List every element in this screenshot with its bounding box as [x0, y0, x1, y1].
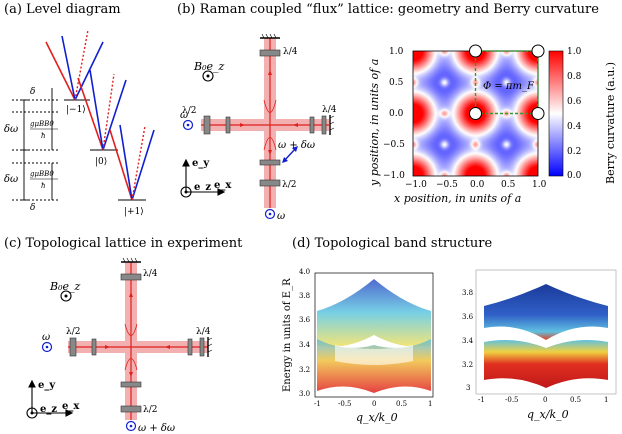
- zeeman-den-2: ħ: [41, 182, 46, 190]
- band-left-xtick-m1: -1: [314, 400, 321, 408]
- band-right: [475, 269, 617, 395]
- band-left-xtick-0: 0: [372, 400, 377, 408]
- lambda2-left-c: λ/2: [66, 327, 80, 337]
- band-left-ytick-40: 4.0: [299, 268, 311, 276]
- ytick-m10: −1.0: [383, 171, 405, 181]
- level-plus1: |+1⟩: [124, 207, 144, 217]
- lambda4-top-b: λ/4: [283, 47, 298, 57]
- berry-overlay: Φ = πm_F: [412, 44, 545, 177]
- band-right-ytick-32: 3.2: [462, 361, 474, 369]
- cbar-label: Berry curvature (a.u.): [604, 61, 617, 184]
- delta-omega-label-2: δω: [4, 174, 18, 185]
- band-left-xtick-1: 1: [428, 400, 433, 408]
- band-right-xtick-1: 1: [604, 396, 609, 404]
- band-right-xtick-05: 0.5: [570, 396, 582, 404]
- band-right-xlabel: q_x/k_0: [527, 408, 569, 421]
- delta-label-2: δ: [30, 203, 35, 213]
- omega-left-b: ω: [180, 110, 188, 121]
- field-label-b: B₀e_z: [193, 60, 225, 73]
- lattice-c: B₀e_z λ/4 λ/2 λ/4 λ/2 ω ω + δω e_y e_z e…: [26, 257, 213, 434]
- ytick-05: 0.5: [389, 78, 404, 88]
- band-right-ytick-36: 3.6: [462, 313, 474, 321]
- level-diagram: δ δω δω gμBB0 ħ gμBB0 ħ δ |−1⟩ |0⟩ |+1⟩: [4, 29, 155, 217]
- lambda2-left-b: λ/2: [182, 106, 196, 116]
- berry-colorbar: [548, 50, 564, 177]
- band-right-ytick-34: 3.4: [462, 337, 474, 345]
- axis-y-c: e_y: [38, 380, 56, 391]
- cbar-tick-06: 0.6: [567, 97, 582, 107]
- berry-xlabel: x position, in units of a: [394, 192, 522, 205]
- axis-x-b: e_x: [214, 180, 232, 191]
- cbar-tick-10: 1.0: [567, 47, 582, 57]
- axis-z-b: e_z: [194, 182, 211, 193]
- field-label-c: B₀e_z: [49, 280, 81, 293]
- band-left-xlabel: q_x/k_0: [356, 411, 398, 424]
- zeeman-num-1: gμBB0: [30, 120, 54, 128]
- lambda4-right-c: λ/4: [196, 327, 211, 337]
- panel-a-title: (a) Level diagram: [4, 2, 121, 17]
- band-left: [314, 272, 434, 398]
- xtick-00: 0.0: [470, 180, 485, 190]
- cbar-tick-04: 0.4: [567, 122, 582, 132]
- lambda2-bottom-c: λ/2: [143, 405, 157, 415]
- ytick-m05: −0.5: [383, 140, 405, 150]
- omega-left-c: ω: [42, 332, 50, 343]
- axis-z-c: e_z: [40, 404, 57, 415]
- lambda2-bottom-b: λ/2: [282, 180, 296, 190]
- band-right-ytick-3: 3: [466, 384, 471, 392]
- cbar-tick-08: 0.8: [567, 72, 582, 82]
- band-left-ytick-30: 3.0: [299, 390, 311, 398]
- cbar-tick-02: 0.2: [567, 147, 582, 157]
- panel-d-title: (d) Topological band structure: [292, 236, 493, 251]
- xtick-m05: −0.5: [436, 180, 458, 190]
- lambda4-right-b: λ/4: [322, 105, 337, 115]
- axis-x-c: e_x: [62, 401, 80, 412]
- omega-bottom-c: ω + δω: [138, 423, 175, 434]
- band-left-ytick-38: 3.8: [299, 292, 311, 300]
- cbar-tick-00: 0.0: [567, 171, 582, 181]
- axis-y-b: e_y: [192, 158, 210, 169]
- ytick-10: 1.0: [389, 47, 404, 57]
- level-minus1: |−1⟩: [66, 105, 86, 115]
- band-right-xtick-0: 0: [543, 396, 548, 404]
- panel-c-title: (c) Topological lattice in experiment: [4, 236, 243, 251]
- omega-bottom-b: ω: [277, 211, 285, 222]
- lambda4-top-c: λ/4: [143, 269, 158, 279]
- band-left-ytick-36: 3.6: [299, 316, 311, 324]
- band-left-ytick-32: 3.2: [299, 366, 311, 374]
- berry-ylabel: y position, in units of a: [368, 58, 381, 186]
- band-right-xtick-m05: -0.5: [505, 396, 519, 404]
- level-0: |0⟩: [95, 157, 107, 167]
- band-right-xtick-m1: -1: [478, 396, 485, 404]
- omega-delta-b: ω + δω: [278, 140, 315, 151]
- band-ylabel: Energy in units of E_R: [282, 278, 293, 392]
- ytick-00: 0.0: [389, 109, 404, 119]
- band-left-xtick-05: 0.5: [396, 400, 408, 408]
- band-right-ytick-38: 3.8: [462, 289, 474, 297]
- flux-label: Φ = πm_F: [483, 81, 535, 92]
- delta-omega-label-1: δω: [4, 124, 18, 135]
- panel-b-title: (b) Raman coupled “flux” lattice: geomet…: [177, 2, 599, 17]
- lattice-b: B₀e_z λ/4 λ/2 λ/4 λ/2 ω ω ω + δω e_y e_z…: [180, 33, 337, 222]
- band-left-xtick-m05: -0.5: [338, 400, 352, 408]
- xtick-10: 1.0: [532, 180, 547, 190]
- xtick-05: 0.5: [501, 180, 516, 190]
- delta-label-1: δ: [30, 87, 35, 97]
- band-left-ytick-34: 3.4: [299, 341, 311, 349]
- zeeman-den-1: ħ: [41, 132, 46, 140]
- xtick-m10: −1.0: [405, 180, 427, 190]
- zeeman-num-2: gμBB0: [30, 170, 54, 178]
